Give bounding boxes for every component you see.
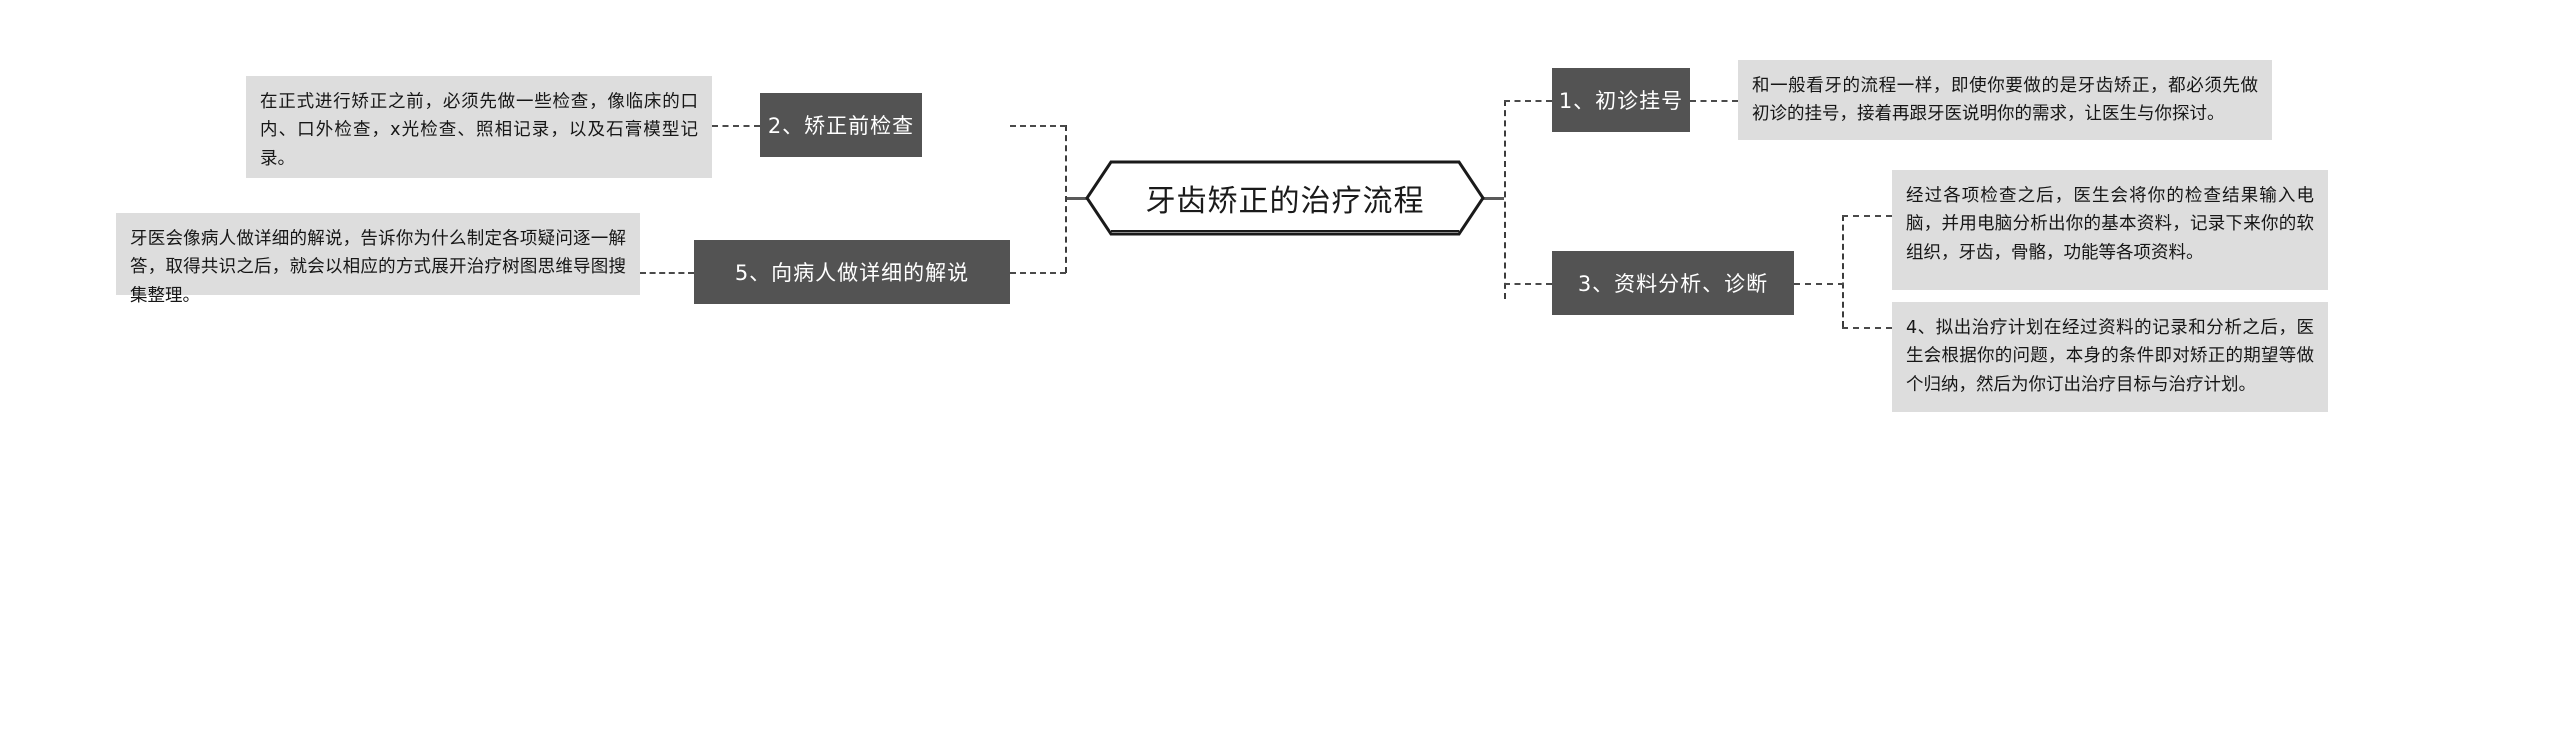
connector-root-right xyxy=(1482,197,1504,200)
connector-root-left xyxy=(1065,197,1087,200)
connector-left-spine xyxy=(1065,125,1067,273)
topic-node-1-label: 1、初诊挂号 xyxy=(1558,89,1684,113)
topic-node-5-label: 5、向病人做详细的解说 xyxy=(734,261,970,285)
connector-topic-1-note xyxy=(1690,100,1738,102)
connector-right-topic-3 xyxy=(1504,283,1552,285)
connector-topic-3-stub xyxy=(1794,283,1844,285)
note-block-4: 4、拟出治疗计划在经过资料的记录和分析之后，医生会根据你的问题，本身的条件即对矫… xyxy=(1892,302,2328,412)
note-block-4-text: 4、拟出治疗计划在经过资料的记录和分析之后，医生会根据你的问题，本身的条件即对矫… xyxy=(1906,318,2314,395)
connector-right-spine xyxy=(1504,100,1506,299)
topic-node-1[interactable]: 1、初诊挂号 xyxy=(1552,68,1690,132)
connector-left-topic-2 xyxy=(1010,125,1066,127)
topic-node-3-label: 3、资料分析、诊断 xyxy=(1577,272,1769,296)
connector-note-2 xyxy=(712,125,760,127)
connector-right-subspine xyxy=(1842,215,1844,327)
note-block-3-text: 经过各项检查之后，医生会将你的检查结果输入电脑，并用电脑分析出你的基本资料，记录… xyxy=(1906,186,2314,263)
note-block-2: 在正式进行矫正之前，必须先做一些检查，像临床的口内、口外检查，x光检查、照相记录… xyxy=(246,76,712,178)
connector-left-topic-5 xyxy=(1010,272,1066,274)
connector-note-4 xyxy=(1842,327,1892,329)
note-block-3: 经过各项检查之后，医生会将你的检查结果输入电脑，并用电脑分析出你的基本资料，记录… xyxy=(1892,170,2328,290)
note-block-1: 和一般看牙的流程一样，即使你要做的是牙齿矫正，都必须先做初诊的挂号，接着再跟牙医… xyxy=(1738,60,2272,140)
root-node[interactable]: 牙齿矫正的治疗流程 xyxy=(1085,160,1485,236)
note-block-2-text: 在正式进行矫正之前，必须先做一些检查，像临床的口内、口外检查，x光检查、照相记录… xyxy=(260,92,698,169)
root-node-shape xyxy=(1085,160,1485,236)
note-block-5: 牙医会像病人做详细的解说，告诉你为什么制定各项疑问逐一解答，取得共识之后，就会以… xyxy=(116,213,640,306)
topic-node-2-label: 2、矫正前检查 xyxy=(767,114,915,138)
root-node-label: 牙齿矫正的治疗流程 xyxy=(1145,184,1425,219)
topic-node-2[interactable]: 2、矫正前检查 xyxy=(760,93,922,157)
topic-node-3[interactable]: 3、资料分析、诊断 xyxy=(1552,251,1794,315)
connector-note-5 xyxy=(640,272,694,274)
note-block-5-text: 牙医会像病人做详细的解说，告诉你为什么制定各项疑问逐一解答，取得共识之后，就会以… xyxy=(130,229,626,306)
note-block-1-text: 和一般看牙的流程一样，即使你要做的是牙齿矫正，都必须先做初诊的挂号，接着再跟牙医… xyxy=(1752,76,2258,125)
connector-right-topic-1 xyxy=(1504,100,1552,102)
connector-note-3 xyxy=(1842,215,1892,217)
topic-node-5[interactable]: 5、向病人做详细的解说 xyxy=(694,240,1010,304)
